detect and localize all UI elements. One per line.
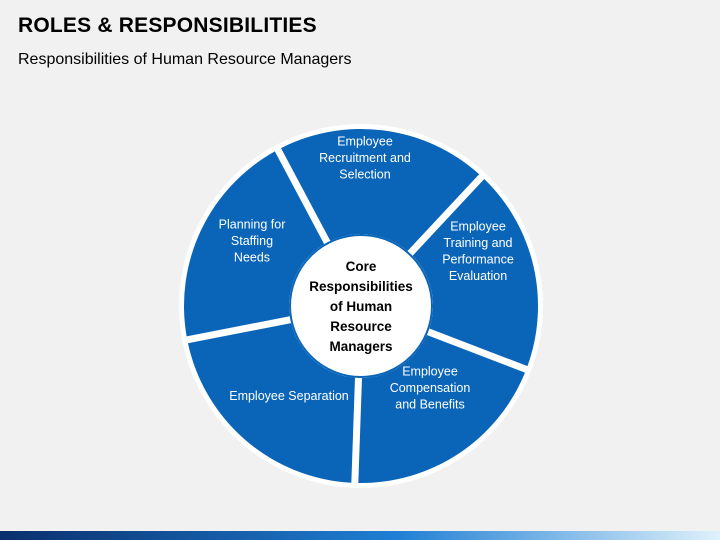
- segment-label-line: Employee: [402, 365, 458, 379]
- core-label-line: of Human: [330, 299, 392, 314]
- core-circle-shape: [289, 234, 433, 378]
- segment-label-line: Recruitment and: [319, 151, 411, 165]
- segment-label-line: Evaluation: [449, 269, 507, 283]
- segment-label-separation: Employee Separation: [229, 389, 349, 403]
- core-label-line: Resource: [330, 319, 392, 334]
- segment-training: [412, 178, 538, 367]
- segment-label-line: Staffing: [231, 234, 273, 248]
- segment-planning: [184, 151, 325, 337]
- bottom-accent-bar: [0, 531, 720, 540]
- segment-label-line: Compensation: [390, 381, 471, 395]
- segment-recruitment: [281, 129, 480, 252]
- segment-label-line: Needs: [234, 251, 270, 265]
- segment-label-line: Planning for: [219, 218, 286, 232]
- segment-label-line: Selection: [339, 168, 390, 182]
- segment-label-line: and Benefits: [395, 398, 465, 412]
- segment-compensation: [358, 335, 525, 483]
- segment-label-line: Performance: [442, 252, 514, 266]
- core-label-line: Responsibilities: [309, 279, 413, 294]
- segment-label-line: Employee Separation: [229, 389, 349, 403]
- segment-label-line: Employee: [337, 135, 393, 149]
- core-label-line: Managers: [329, 339, 392, 354]
- segment-label-line: Employee: [450, 219, 506, 233]
- core-label-line: Core: [346, 259, 377, 274]
- segment-separation: [187, 323, 355, 483]
- segment-label-line: Training and: [443, 236, 512, 250]
- page-title: ROLES & RESPONSIBILITIES: [18, 14, 317, 37]
- page-subtitle: Responsibilities of Human Resource Manag…: [18, 51, 352, 68]
